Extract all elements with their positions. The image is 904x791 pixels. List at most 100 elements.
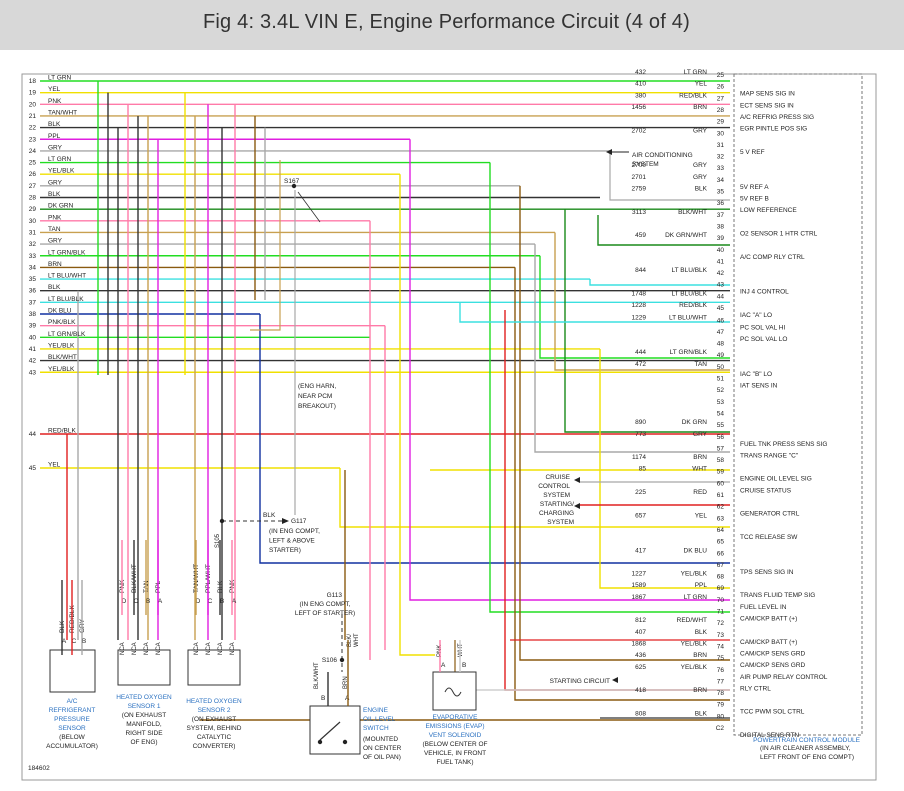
ground-note: LEFT & ABOVE <box>269 538 315 545</box>
circuit-number: 380 <box>635 92 646 99</box>
splice-label: S167 <box>284 178 300 185</box>
component-title: REFRIGERANT <box>49 707 96 714</box>
pcm-function-label: RLY CTRL <box>740 685 771 692</box>
pcm-function-label: O2 SENSOR 1 HTR CTRL <box>740 230 818 237</box>
pin-label: A <box>158 598 163 605</box>
pin-label: D <box>196 598 201 605</box>
wire-color-label: DK GRN <box>682 419 708 426</box>
component-title: A/C <box>67 698 78 705</box>
pcm-pin-number: 55 <box>717 422 725 429</box>
wire <box>539 255 730 359</box>
wire-color-label: YEL/BLK <box>681 571 708 578</box>
splice-label: S105 <box>215 533 221 548</box>
left-pin-label: YEL <box>48 462 61 469</box>
wire-color-label: PPL <box>695 582 708 589</box>
left-pin-number: 27 <box>29 183 37 190</box>
left-pin-number: 35 <box>29 276 37 283</box>
pcm-function-label: MAP SENS SIG IN <box>740 91 795 98</box>
pcm-pin-number: 78 <box>717 690 725 697</box>
eng-harn-note: NEAR PCM <box>298 393 332 400</box>
component-note: OF ENG) <box>130 739 157 746</box>
pcm-pin-number: 62 <box>717 504 725 511</box>
pin-label: B <box>146 598 150 605</box>
left-pin-number: 41 <box>29 346 37 353</box>
coil-icon <box>444 687 462 697</box>
pin-label: C <box>134 598 139 605</box>
pcm-pin-number: 58 <box>717 457 725 464</box>
wiring-diagram: S167(ENG HARN,NEAR PCMBREAKOUT)BLKG117(I… <box>21 69 877 781</box>
pcm-pin-number: 34 <box>717 177 725 184</box>
charging-label: SYSTEM <box>547 519 574 526</box>
component-title: VENT SOLENOID <box>429 732 482 739</box>
pcm-function-label: CAM/CKP SENS GRD <box>740 650 806 657</box>
circuit-number: 1229 <box>632 314 647 321</box>
left-pin-label: LT GRN/BLK <box>48 331 86 338</box>
ac-pressure-sensor <box>49 649 96 693</box>
wire <box>554 232 730 371</box>
s106-dot <box>339 657 345 663</box>
pcm-pin-number: 31 <box>717 142 725 149</box>
left-pin-label: GRY <box>48 144 63 151</box>
left-pin-label: LT BLU/BLK <box>48 296 84 303</box>
left-pin-label: PNK <box>48 98 62 105</box>
pcm-pin-number: 63 <box>717 515 725 522</box>
wire <box>534 244 730 453</box>
pcm-pin-number: C2 <box>716 725 725 732</box>
pcm-function-label: EGR PINTLE POS SIG <box>740 126 807 133</box>
wire-color-label: GRY <box>693 431 708 438</box>
wire-color-label: YEL <box>695 81 708 88</box>
wire-layer: S167(ENG HARN,NEAR PCMBREAKOUT)BLKG117(I… <box>40 80 730 721</box>
cruise-label: SYSTEM <box>543 492 570 499</box>
pcm-pin-number: 37 <box>717 212 725 219</box>
wire-color-label: BRN <box>693 652 707 659</box>
left-pin-label: LT GRN <box>48 75 72 82</box>
arrow-icon <box>606 149 612 155</box>
circuit-number: 407 <box>635 629 646 636</box>
pin-label: A <box>441 662 446 669</box>
left-pin-label: PPL <box>48 133 61 140</box>
circuit-number: 1228 <box>632 302 647 309</box>
circuit-number: 2759 <box>632 186 647 193</box>
circuit-number: 773 <box>635 431 646 438</box>
wire-color-label: BLK/WHT <box>678 209 707 216</box>
component-note: VEHICLE, IN FRONT <box>424 750 486 757</box>
pcm-pin-number: 44 <box>717 293 725 300</box>
wire-color-label: YEL/BLK <box>681 664 708 671</box>
pcm-pin-number: 29 <box>717 119 725 126</box>
pcm-pin-number: 64 <box>717 527 725 534</box>
pcm-pin-number: 76 <box>717 667 725 674</box>
wire-color-label: YEL <box>695 512 708 519</box>
ground-name: G113 <box>327 592 343 599</box>
left-pin-number: 33 <box>29 253 37 260</box>
wire-color-label: BLK <box>695 710 708 717</box>
pin-label: B <box>220 598 224 605</box>
component-title: SENSOR 2 <box>198 707 231 714</box>
ground-dot <box>219 518 225 524</box>
pcm-pin-number: 57 <box>717 445 725 452</box>
evap-vent-solenoid <box>432 671 477 711</box>
component-note: FUEL TANK) <box>436 759 473 766</box>
pcm-pin-number: 74 <box>717 643 725 650</box>
left-pin-label: DK BLU <box>48 308 72 315</box>
pcm-pin-number: 49 <box>717 352 725 359</box>
title-bar: Fig 4: 3.4L VIN E, Engine Performance Ci… <box>0 0 904 50</box>
left-pin-label: BRN <box>48 261 62 268</box>
left-pin-number: 40 <box>29 334 37 341</box>
pcm-pin-number: 79 <box>717 702 725 709</box>
pcm-pin-number: 60 <box>717 480 725 487</box>
pcm-function-label: IAC "A" LO <box>740 312 772 319</box>
circuit-number: 2702 <box>632 127 647 134</box>
pcm-pin-number: 54 <box>717 410 725 417</box>
pcm-function-label: TRANS RANGE "C" <box>740 452 799 459</box>
pcm-function-label: PC SOL VAL LO <box>740 336 787 343</box>
wire-color-label: RED/WHT <box>677 617 707 624</box>
circuit-number: 472 <box>635 361 646 368</box>
left-pin-number: 43 <box>29 369 37 376</box>
nca-label: NCA <box>120 642 126 655</box>
left-pin-number: 25 <box>29 160 37 167</box>
circuit-number: 1748 <box>632 290 647 297</box>
wire <box>609 150 730 201</box>
wire-color-label: LT BLU/BLK <box>671 267 707 274</box>
pin-label: C <box>72 638 77 645</box>
pcm-pin-number: 32 <box>717 154 725 161</box>
